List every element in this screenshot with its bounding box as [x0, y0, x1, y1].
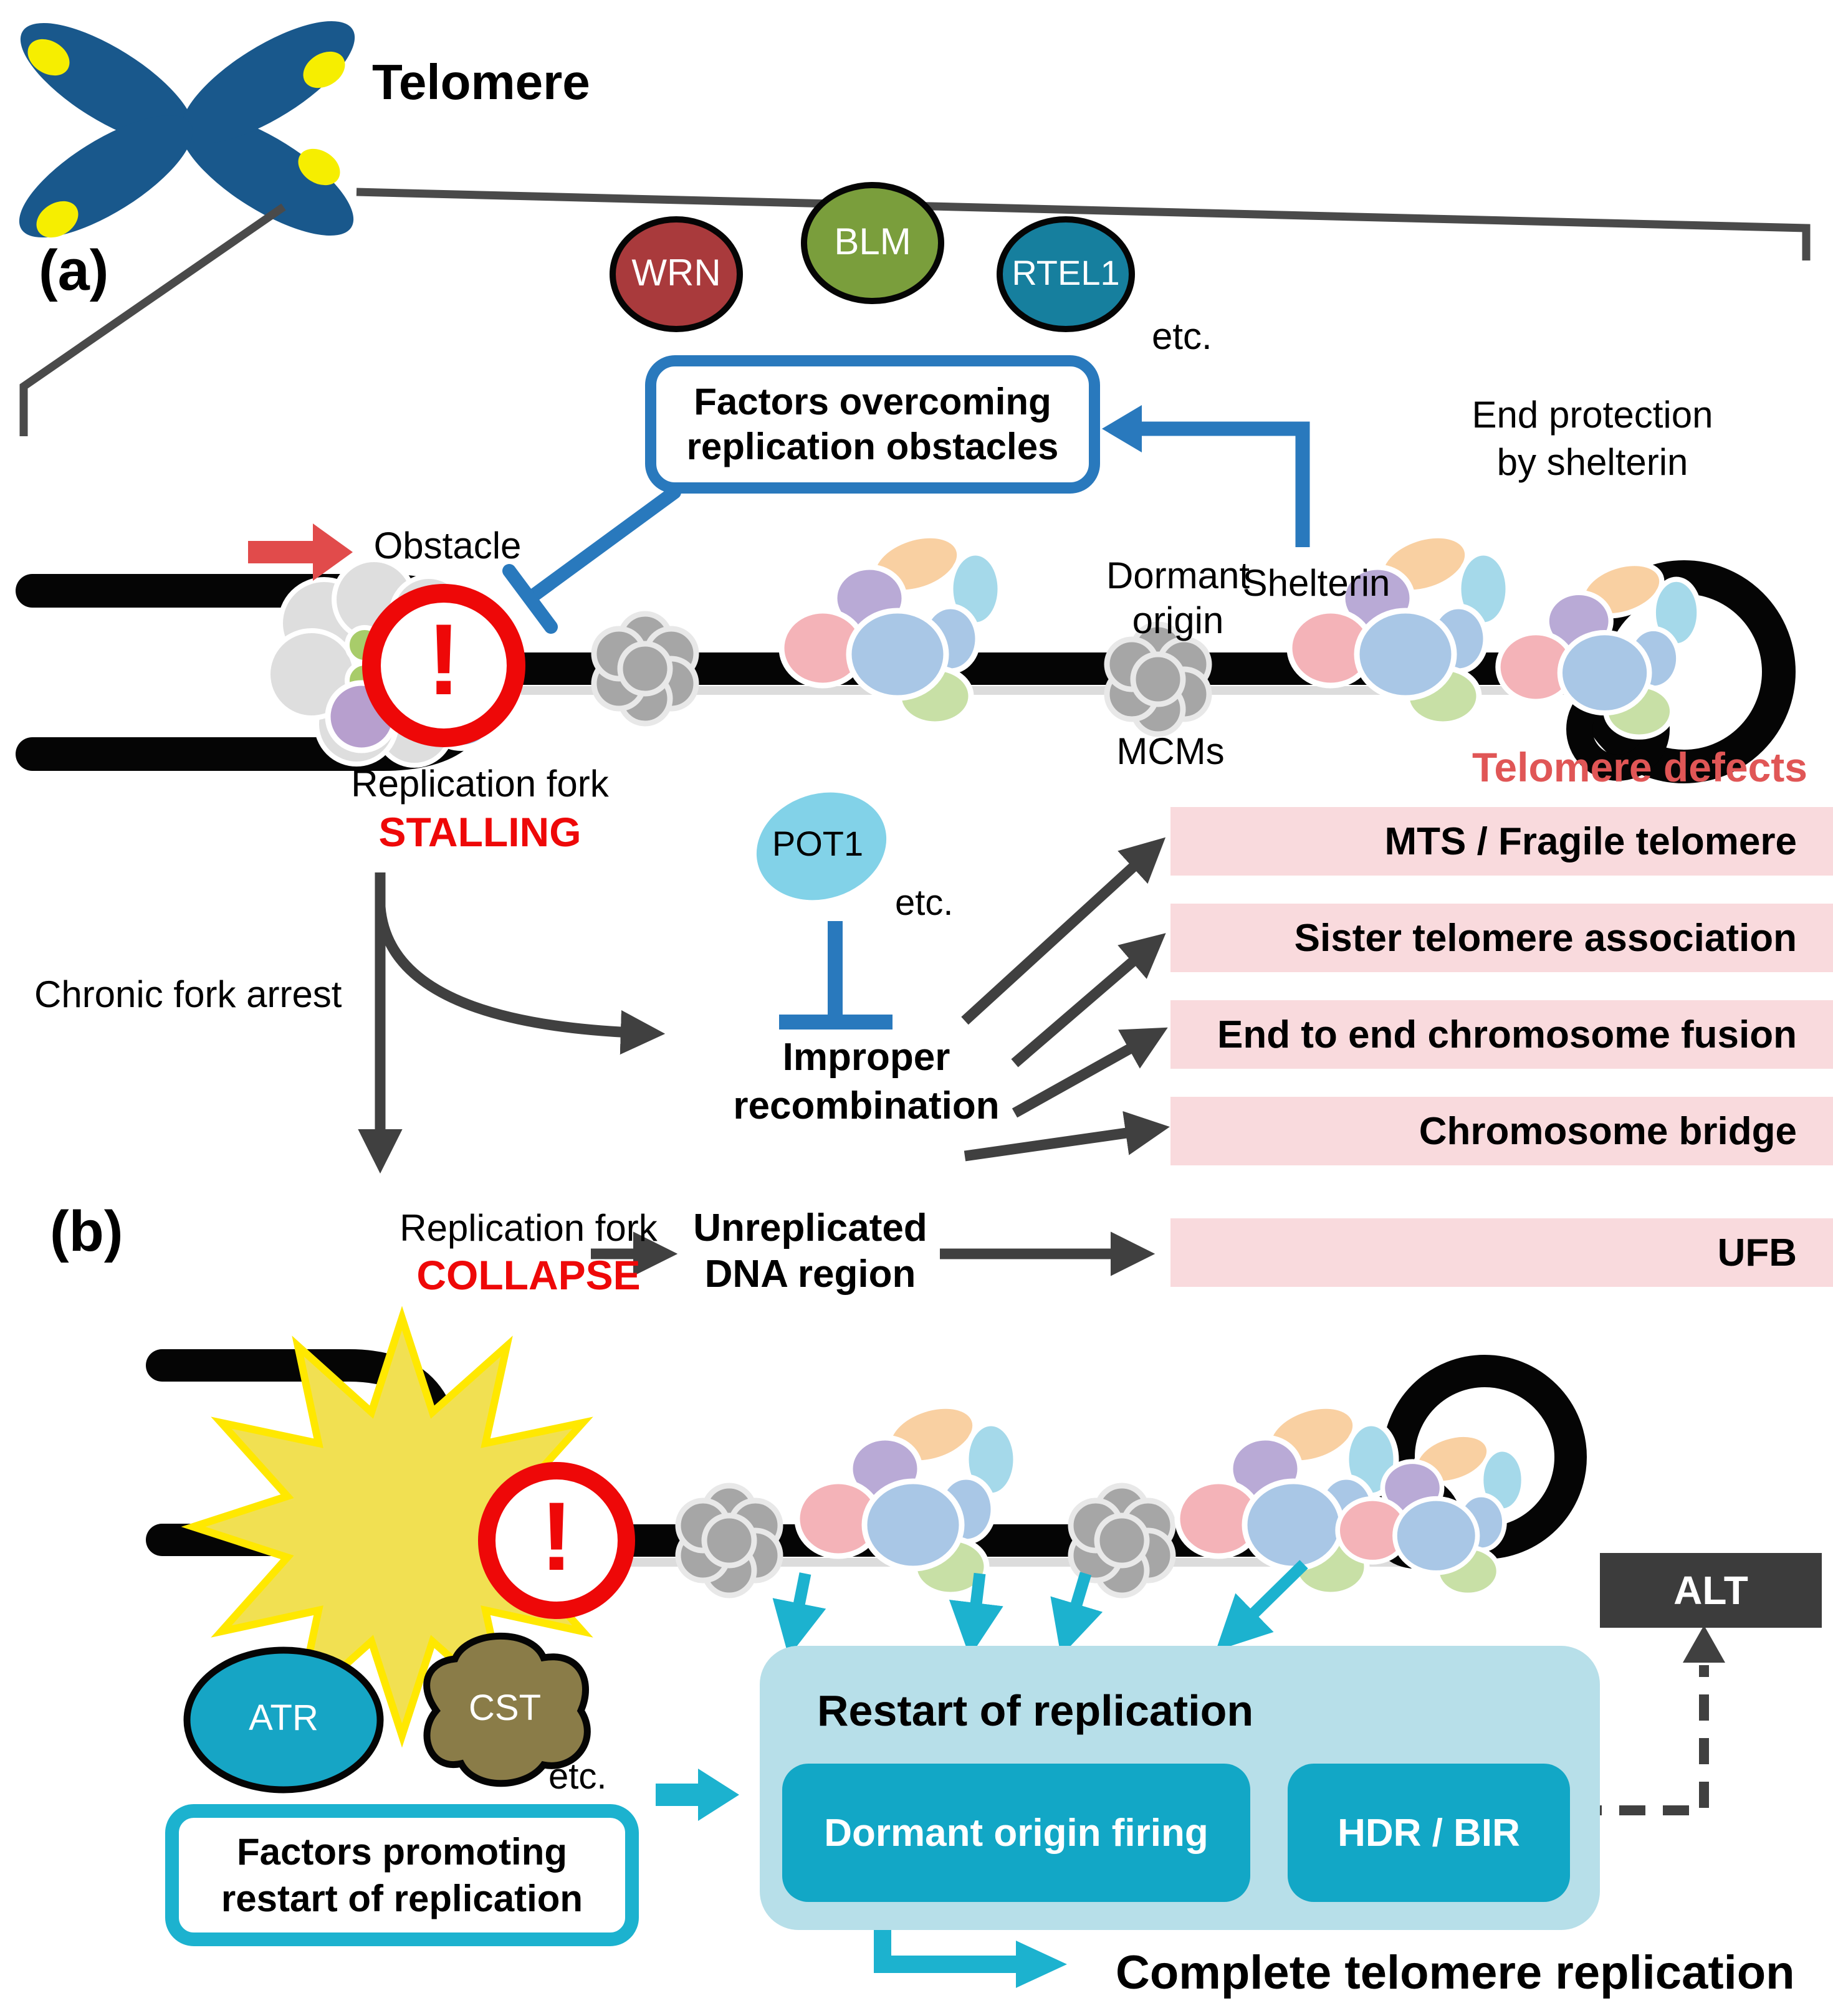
- improper-to-sister-arrow: [1011, 933, 1166, 1068]
- improper-to-bridge-arrow: [964, 1111, 1170, 1162]
- factors-promoting-box: Factors promoting restart of replication: [165, 1804, 639, 1946]
- shelterin-arrowhead: [1102, 405, 1142, 452]
- defect-row-fusion: End to end chromosome fusion: [1170, 1000, 1833, 1069]
- promote-arrow-icon: [656, 1769, 739, 1821]
- cst-label: CST: [469, 1688, 541, 1728]
- inhibit-line-factors: [523, 485, 681, 605]
- alt-arrowhead: [1683, 1625, 1725, 1663]
- pot1-label: POT1: [772, 824, 864, 863]
- zoom-bracket-left: [19, 203, 286, 436]
- stalling-line2: STALLING: [378, 809, 581, 855]
- defect-row-sister: Sister telomere association: [1170, 904, 1833, 972]
- restart-arrow-4: [1215, 1560, 1308, 1651]
- restart-arrow-3: [1050, 1572, 1103, 1656]
- wrn-label: WRN: [631, 252, 721, 294]
- telomere-dot-icon: [27, 39, 70, 76]
- panel-a-label: (a): [39, 239, 109, 302]
- factors-overcoming-line1: Factors overcoming: [694, 381, 1051, 423]
- complete-replication-label: Complete telomere replication: [1116, 1946, 1795, 1999]
- figure-title: Telomere: [372, 54, 590, 110]
- obstacle-label: Obstacle: [373, 525, 522, 566]
- dormant-origin-firing-box: Dormant origin firing: [782, 1764, 1250, 1902]
- warning-glyph-a: !: [427, 603, 461, 716]
- collapse-line1: Replication fork: [400, 1207, 658, 1249]
- mcm-cluster-b1: [678, 1486, 780, 1595]
- factors-promoting-line2: restart of replication: [221, 1878, 583, 1919]
- restart-arrow-2: [949, 1572, 1003, 1657]
- improper-to-mts-arrow: [961, 837, 1166, 1025]
- dormant-origin-line1: Dormant: [1106, 555, 1250, 596]
- inhibit-cap-factors: [502, 564, 558, 634]
- defect-row-bridge: Chromosome bridge: [1170, 1097, 1833, 1165]
- warning-circle-b: [478, 1462, 635, 1619]
- defect-label: UFB: [1717, 1231, 1797, 1274]
- dormant-origin-line2: origin: [1132, 600, 1224, 641]
- etc-bottom-label: etc.: [548, 1756, 607, 1797]
- chronic-fork-arrest-label: Chronic fork arrest: [34, 973, 342, 1015]
- mcm-cluster-a1: [594, 614, 696, 724]
- defect-row-ufb: UFB: [1170, 1218, 1833, 1287]
- pot1-etc-label: etc.: [895, 882, 954, 923]
- telomere-dot-icon: [303, 51, 345, 88]
- complete-arrowhead: [1016, 1941, 1067, 1988]
- cst-blob: [423, 1632, 591, 1787]
- atr-label: ATR: [249, 1698, 318, 1738]
- factors-promoting-line1: Factors promoting: [236, 1831, 567, 1873]
- atr-oval: [183, 1646, 384, 1794]
- collapse-line2: COLLAPSE: [416, 1252, 641, 1298]
- shelterin-label: Shelterin: [1242, 562, 1390, 604]
- telomere-dot-icon: [298, 148, 340, 186]
- dna-shadow: [521, 686, 1594, 695]
- defect-label: MTS / Fragile telomere: [1384, 819, 1797, 863]
- complete-elbow-arrow: [874, 1926, 1016, 1973]
- defect-label: Chromosome bridge: [1419, 1109, 1797, 1153]
- rtel1-label: RTEL1: [1012, 253, 1120, 292]
- telomere-defects-title: Telomere defects: [1472, 744, 1807, 790]
- telomere-dot-icon: [36, 201, 79, 238]
- rtel1-oval: [997, 216, 1135, 332]
- hdr-bir-box: HDR / BIR: [1288, 1764, 1570, 1902]
- etc-top-label: etc.: [1152, 315, 1212, 357]
- warning-glyph-b: !: [540, 1483, 573, 1591]
- blm-label: BLM: [834, 221, 911, 262]
- obstacle-arrow-icon: [248, 523, 353, 581]
- dna-shadow-b: [625, 1558, 1463, 1567]
- improper-line1: Improper: [782, 1036, 950, 1079]
- unreplicated-line1: Unreplicated: [693, 1206, 927, 1249]
- stalling-to-improper-arrow: [375, 906, 666, 1055]
- shelterin-to-factors-arrow: [1138, 421, 1310, 547]
- chromosome-icon: [19, 21, 355, 238]
- blm-oval: [801, 182, 944, 304]
- defect-row-mts: MTS / Fragile telomere: [1170, 807, 1833, 876]
- restart-title: Restart of replication: [817, 1686, 1254, 1735]
- shelterin-cluster-a3: [1498, 554, 1699, 737]
- defect-label: End to end chromosome fusion: [1217, 1013, 1797, 1056]
- panel-b-label: (b): [50, 1200, 123, 1263]
- warning-circle-a: [362, 584, 525, 747]
- defect-label: Sister telomere association: [1294, 916, 1797, 960]
- wrn-oval: [610, 216, 743, 332]
- stalling-line1: Replication fork: [351, 763, 609, 805]
- hdr-to-alt-dashed: [1576, 1665, 1709, 1815]
- pot1-oval: [756, 792, 887, 901]
- improper-to-fusion-arrow: [1012, 1027, 1168, 1118]
- factors-overcoming-box: Factors overcoming replication obstacles: [645, 355, 1100, 494]
- factors-overcoming-line2: replication obstacles: [686, 426, 1059, 467]
- end-protection-line1: End protection: [1472, 394, 1713, 436]
- end-protection-line2: by shelterin: [1496, 441, 1688, 483]
- improper-line2: recombination: [733, 1084, 1000, 1127]
- restart-arrow-1: [772, 1572, 826, 1657]
- unreplicated-line2: DNA region: [704, 1253, 916, 1296]
- mcms-label: MCMs: [1116, 730, 1225, 772]
- restart-of-replication-box: Restart of replication Dormant origin fi…: [760, 1646, 1600, 1930]
- collapse-starburst-icon: [181, 1306, 623, 1748]
- alt-box: ALT: [1600, 1553, 1822, 1628]
